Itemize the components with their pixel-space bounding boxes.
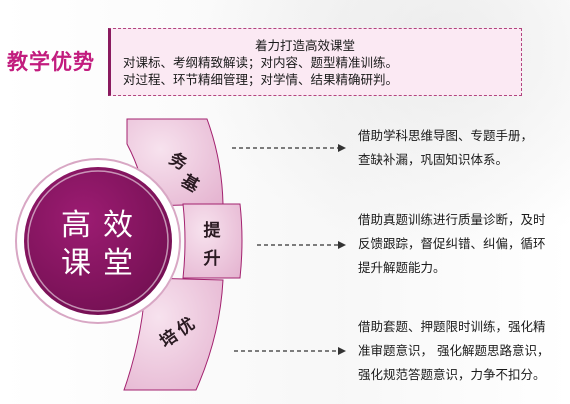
segment-3-desc-line-1: 借助套题、押题限时训练，强化精	[358, 319, 546, 334]
summary-line-2: 对过程、环节精细管理；对学情、结果精确研判。	[123, 72, 399, 87]
segment-3-description: 借助套题、押题限时训练，强化精 准审题意识， 强化解题思路意识， 强化规范答题意…	[358, 315, 563, 387]
arrow-3	[234, 347, 346, 355]
section-title: 教学优势	[7, 50, 95, 74]
segment-2-desc-line-2: 反馈跟踪，督促纠错、纠偏，循环	[358, 236, 546, 251]
segment-tisheng-shape	[182, 203, 243, 279]
segment-2-label-char-1: 提	[204, 221, 222, 241]
segment-2-label-char-2: 升	[204, 249, 221, 269]
segment-2-desc-line-3: 提升解题能力。	[358, 260, 446, 275]
center-ring-line	[27, 170, 169, 312]
center-char-2: 效	[103, 208, 133, 243]
segment-2-desc-line-1: 借助真题训练进行质量诊断，及时	[358, 212, 546, 227]
arrow-2	[257, 241, 346, 249]
center-char-1: 高	[61, 208, 91, 243]
center-inner-circle	[24, 167, 172, 315]
center-char-4: 堂	[103, 246, 133, 281]
segment-3-desc-line-2: 准审题意识， 强化解题思路意识，	[358, 343, 550, 358]
summary-box: 着力打造高效课堂 对课标、考纲精致解读；对内容、题型精准训练。 对过程、环节精细…	[108, 28, 522, 96]
segment-1-description: 借助学科思维导图、专题手册， 查缺补漏，巩固知识体系。	[358, 124, 563, 172]
segment-1-desc-line-2: 查缺补漏，巩固知识体系。	[358, 152, 509, 167]
segment-1-desc-line-1: 借助学科思维导图、专题手册，	[358, 128, 534, 143]
summary-heading: 着力打造高效课堂	[254, 38, 355, 53]
arrow-1	[232, 144, 346, 152]
advantage-diagram: 高 效 课 堂 务 基 提 升 培 优	[15, 118, 346, 391]
segment-2-description: 借助真题训练进行质量诊断，及时 反馈跟踪，督促纠错、纠偏，循环 提升解题能力。	[358, 208, 563, 280]
segment-3-desc-line-3: 强化规范答题意识，力争不扣分。	[358, 367, 546, 382]
summary-line-1: 对课标、考纲精致解读；对内容、题型精准训练。	[123, 55, 399, 70]
center-char-3: 课	[61, 246, 91, 281]
